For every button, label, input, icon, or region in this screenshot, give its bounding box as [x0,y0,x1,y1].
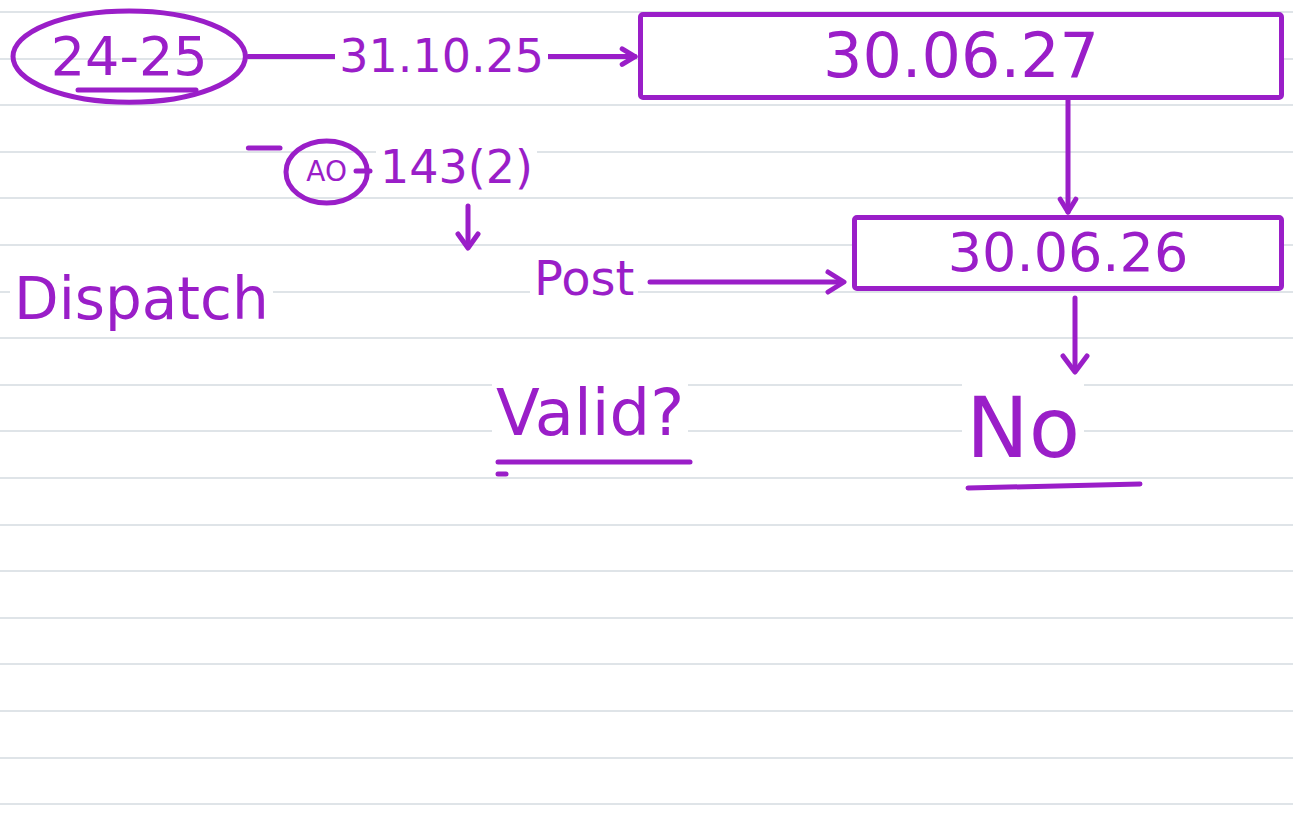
down-arrow [1073,298,1078,370]
ruled-line [0,197,1293,199]
connector-line [1066,100,1071,212]
arrow-head [1060,199,1076,212]
ruled-line [0,710,1293,712]
right-arrow [650,280,842,285]
boxed-date: 30.06.26 [852,215,1284,291]
ruled-line [0,803,1293,805]
answer-text: No [962,382,1084,474]
boxed-date: 30.06.27 [638,12,1284,100]
connector [1060,100,1076,212]
ruled-line [0,757,1293,759]
ruled-line [0,337,1293,339]
underline [968,484,1140,488]
arrow-head [458,234,478,248]
node-text: 24-25 [47,27,212,86]
edge-label: 31.10.25 [335,31,548,82]
arrow-head [622,49,635,65]
ellipse-stroke [286,141,367,203]
node-text: AO [302,157,351,188]
underline-dot [498,472,506,477]
arrow-head [828,272,844,292]
note-text: Dispatch [10,268,273,332]
section-ref: 143(2) [376,142,537,193]
ruled-line [0,104,1293,106]
connector [248,148,280,149]
circled-officer: AO [283,138,370,206]
node-text: 30.06.27 [819,22,1103,90]
ruled-line [0,524,1293,526]
ellipse-stroke [13,11,245,102]
note-text: Post [530,252,638,305]
down-arrow [466,206,471,246]
node-text: 30.06.26 [944,223,1192,282]
ruled-line [0,477,1293,479]
question-text: Valid? [492,378,688,448]
circled-year: 24-25 [10,8,248,105]
ruled-line [0,570,1293,572]
ruled-line [0,617,1293,619]
connector-line [248,146,280,151]
ruled-line [0,151,1293,153]
underline [498,460,690,465]
arrow-head [1063,356,1087,372]
ruled-line [0,663,1293,665]
underline [78,88,196,93]
